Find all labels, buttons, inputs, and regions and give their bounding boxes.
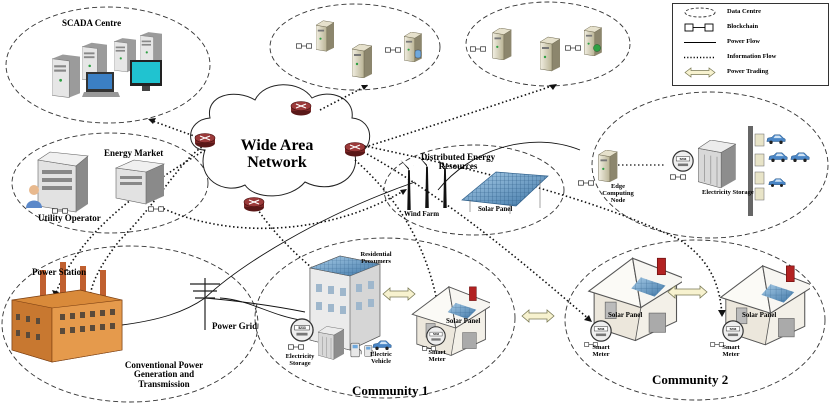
legend-item-information-flow: Information Flow xyxy=(673,51,828,64)
community2-smart-meter-b-line1: Smart xyxy=(722,344,740,351)
der-solar-panel-label: Solar Panel xyxy=(478,205,513,213)
wan-label: Wide Area Network xyxy=(232,137,322,172)
blockchain-icon xyxy=(684,23,714,32)
power-grid-label: Power Grid xyxy=(212,321,258,331)
power-station-label: Power Station xyxy=(32,267,87,277)
electric-vehicle-line2: Vehicle xyxy=(371,357,391,365)
legend-label: Power Trading xyxy=(727,68,769,75)
der-label-line1: Distributed Energy xyxy=(420,152,496,162)
edge-node-line2: Computing xyxy=(602,189,634,197)
legend-item-data-centre: Data Centre xyxy=(673,6,828,19)
der-label: Distributed Energy Resources xyxy=(408,152,508,172)
der-label-line2: Resources xyxy=(438,161,478,172)
edge-node-line3: Node xyxy=(610,196,626,204)
energy-market-label: Energy Market xyxy=(104,148,164,158)
wan-label-line2: Network xyxy=(247,153,307,171)
community2-smart-meter-a-line2: Meter xyxy=(592,350,610,358)
legend-item-power-trading: Power Trading xyxy=(673,66,828,79)
legend-item-blockchain: Blockchain xyxy=(673,21,828,34)
community2-smart-meter-b-label: Smart Meter xyxy=(718,344,744,359)
conventional-line3: Transmission xyxy=(138,378,190,389)
residential-prosumers-label: Residential Prosumers xyxy=(350,251,402,266)
legend-label: Information Flow xyxy=(727,53,777,60)
community2-smart-meter-a-label: Smart Meter xyxy=(588,344,614,359)
community1-storage-line1: Electricity xyxy=(285,353,315,360)
legend-label: Power Flow xyxy=(727,38,760,45)
electric-vehicle-label: Electric Vehicle xyxy=(364,351,398,366)
community1-solar-panel-label: Solar Panel xyxy=(446,317,481,325)
community1-label: Community 1 xyxy=(352,383,429,398)
legend-label: Data Centre xyxy=(727,8,761,15)
legend-item-power-flow: Power Flow xyxy=(673,36,828,49)
conventional-line2: Generation and xyxy=(133,369,195,380)
conventional-line1: Conventional Power xyxy=(124,360,204,370)
legend-label: Blockchain xyxy=(727,23,759,30)
legend: Data Centre Blockchain Power Flow Inform… xyxy=(672,3,829,86)
community2-smart-meter-b-line2: Meter xyxy=(722,350,740,358)
community1-storage-line2: Storage xyxy=(289,359,311,367)
edge-node-label: Edge Computing Node xyxy=(598,183,638,204)
utility-operator-label: Utility Operator xyxy=(38,213,101,223)
community1-storage-label: Electricity Storage xyxy=(280,353,320,368)
residential-line1: Residential xyxy=(360,251,392,258)
conventional-power-label: Conventional Power Generation and Transm… xyxy=(110,360,218,389)
electric-vehicle-line1: Electric xyxy=(370,351,392,358)
community2-smart-meter-a-line1: Smart xyxy=(592,344,610,351)
dotted-line-icon xyxy=(684,56,716,59)
scada-centre-label: SCADA Centre xyxy=(62,18,122,28)
edge-node-line1: Edge xyxy=(610,183,626,190)
residential-line2: Prosumers xyxy=(361,257,391,265)
community2-solar-panel-a-label: Solar Panel xyxy=(608,311,643,319)
wind-farm-label: Wind Farm xyxy=(404,210,440,218)
community2-solar-panel-b-label: Solar Panel xyxy=(742,311,777,319)
solid-line-icon xyxy=(684,42,716,43)
community2-label: Community 2 xyxy=(652,372,729,387)
double-arrow-icon xyxy=(684,67,716,78)
community1-smart-meter-line2: Meter xyxy=(428,355,446,363)
wan-label-line1: Wide Area xyxy=(240,137,314,154)
community1-smart-meter-line1: Smart xyxy=(428,349,446,356)
electricity-storage-top-label: Electricity Storage xyxy=(702,189,754,196)
data-centre-ellipse-icon xyxy=(684,7,716,18)
community1-smart-meter-label: Smart Meter xyxy=(424,349,450,364)
